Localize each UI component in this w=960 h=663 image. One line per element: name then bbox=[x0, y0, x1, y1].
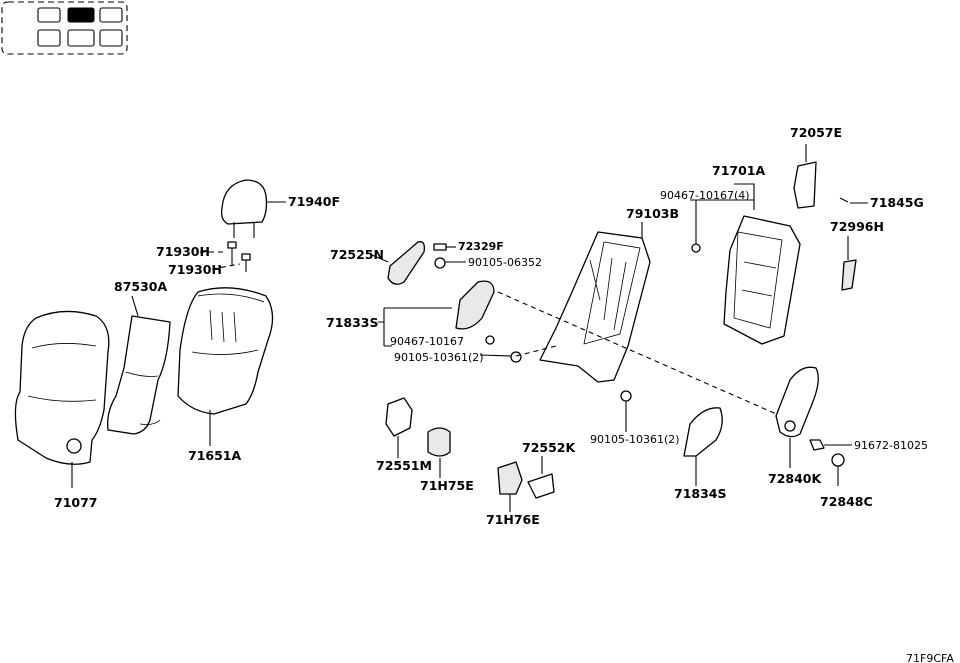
label-72551M: 72551M bbox=[376, 458, 432, 473]
knob-71H76E bbox=[497, 461, 523, 512]
label-90105-06352: 90105-06352 bbox=[468, 256, 542, 269]
lock-part bbox=[793, 144, 817, 209]
label-91672-81025: 91672-81025 bbox=[854, 439, 928, 452]
label-71077: 71077 bbox=[54, 495, 98, 510]
label-71940F: 71940F bbox=[288, 194, 340, 209]
label-71930H-b: 71930H bbox=[168, 262, 222, 277]
recliner-cover-part bbox=[371, 241, 426, 285]
label-71651A: 71651A bbox=[188, 448, 241, 463]
label-71834S: 71834S bbox=[674, 486, 727, 501]
hinge-cover-72840K bbox=[775, 366, 819, 468]
clip-part bbox=[433, 243, 456, 251]
label-72996H: 72996H bbox=[830, 219, 884, 234]
label-87530A: 87530A bbox=[114, 279, 167, 294]
bolt-10361-lower bbox=[620, 390, 632, 432]
back-board-part bbox=[690, 183, 801, 345]
seat-cell-5 bbox=[67, 29, 95, 47]
seatback-cover-part bbox=[14, 310, 110, 488]
label-90105-10361-a: 90105-10361(2) bbox=[394, 351, 484, 364]
label-72848C: 72848C bbox=[820, 494, 873, 509]
label-79103B: 79103B bbox=[626, 206, 679, 221]
hinge-bracket-part bbox=[378, 280, 522, 363]
diagram-code: 71F9CFA bbox=[906, 652, 954, 663]
pin-part bbox=[839, 197, 868, 204]
label-71845G: 71845G bbox=[870, 195, 924, 210]
hinge-cover-72551M bbox=[385, 397, 413, 458]
headrest-guides bbox=[200, 241, 251, 272]
seat-cell-3 bbox=[99, 7, 123, 23]
label-90467-10167: 90467-10167 bbox=[390, 335, 464, 348]
label-72525N: 72525N bbox=[330, 247, 384, 262]
headrest-part bbox=[220, 179, 286, 238]
label-90467-10167-4: 90467-10167(4) bbox=[660, 189, 750, 202]
label-71833S: 71833S bbox=[326, 315, 379, 330]
label-72057E: 72057E bbox=[790, 125, 842, 140]
striker-part bbox=[841, 236, 857, 291]
label-90105-10361-b: 90105-10361(2) bbox=[590, 433, 680, 446]
cap-72848C bbox=[831, 453, 845, 486]
lever-72552K bbox=[527, 456, 555, 499]
label-71930H-a: 71930H bbox=[156, 244, 210, 259]
bolt-06352 bbox=[434, 257, 466, 269]
seat-position-map bbox=[1, 1, 128, 55]
seatback-frame-part bbox=[539, 222, 651, 383]
label-72552K: 72552K bbox=[522, 440, 576, 455]
label-71701A: 71701A bbox=[712, 163, 765, 178]
screw-91672-81025 bbox=[809, 439, 852, 451]
label-71H75E: 71H75E bbox=[420, 478, 474, 493]
label-72329F: 72329F bbox=[458, 240, 504, 253]
seat-cell-1 bbox=[37, 7, 61, 23]
seat-cell-6 bbox=[99, 29, 123, 47]
seatback-pad-part bbox=[107, 295, 171, 435]
knob-71H75E bbox=[427, 427, 451, 478]
label-71H76E: 71H76E bbox=[486, 512, 540, 527]
side-cover-71834S bbox=[683, 407, 723, 486]
seat-cell-2-highlighted bbox=[67, 7, 95, 23]
seatback-trim-part bbox=[177, 287, 274, 446]
label-72840K: 72840K bbox=[768, 471, 822, 486]
seat-cell-4 bbox=[37, 29, 61, 47]
